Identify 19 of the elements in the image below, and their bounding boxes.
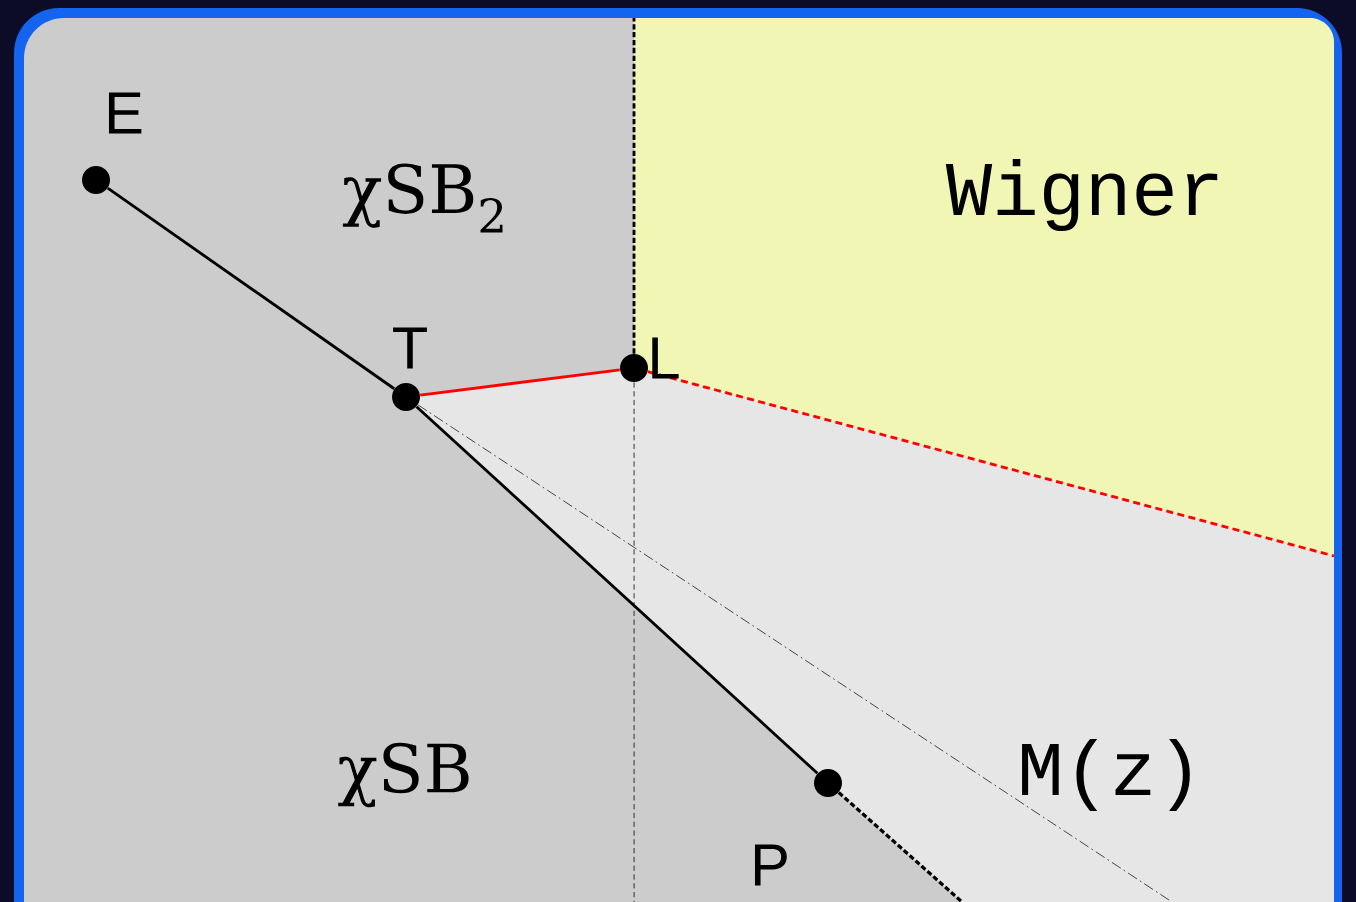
point-label: P [755,844,787,886]
phase-boundary [837,791,964,902]
region-label: Wigner [945,158,1218,231]
point-label: T [393,327,427,369]
point-label: L [652,337,679,379]
phase-boundary [417,404,1173,902]
phase-boundary [415,405,819,775]
point-label: E [109,92,142,134]
phase-boundary [632,18,636,354]
phase-point [392,383,420,411]
phase-boundary [106,187,396,390]
phase-boundary [647,370,1335,558]
region-label: χSB$_{2}$ [342,163,503,233]
region-label: χSB [338,742,469,808]
phase-point [620,354,648,382]
phase-point [82,166,110,194]
region-label: M(z) [1022,738,1190,811]
phase-point [814,769,842,797]
phase-boundary [420,368,620,397]
